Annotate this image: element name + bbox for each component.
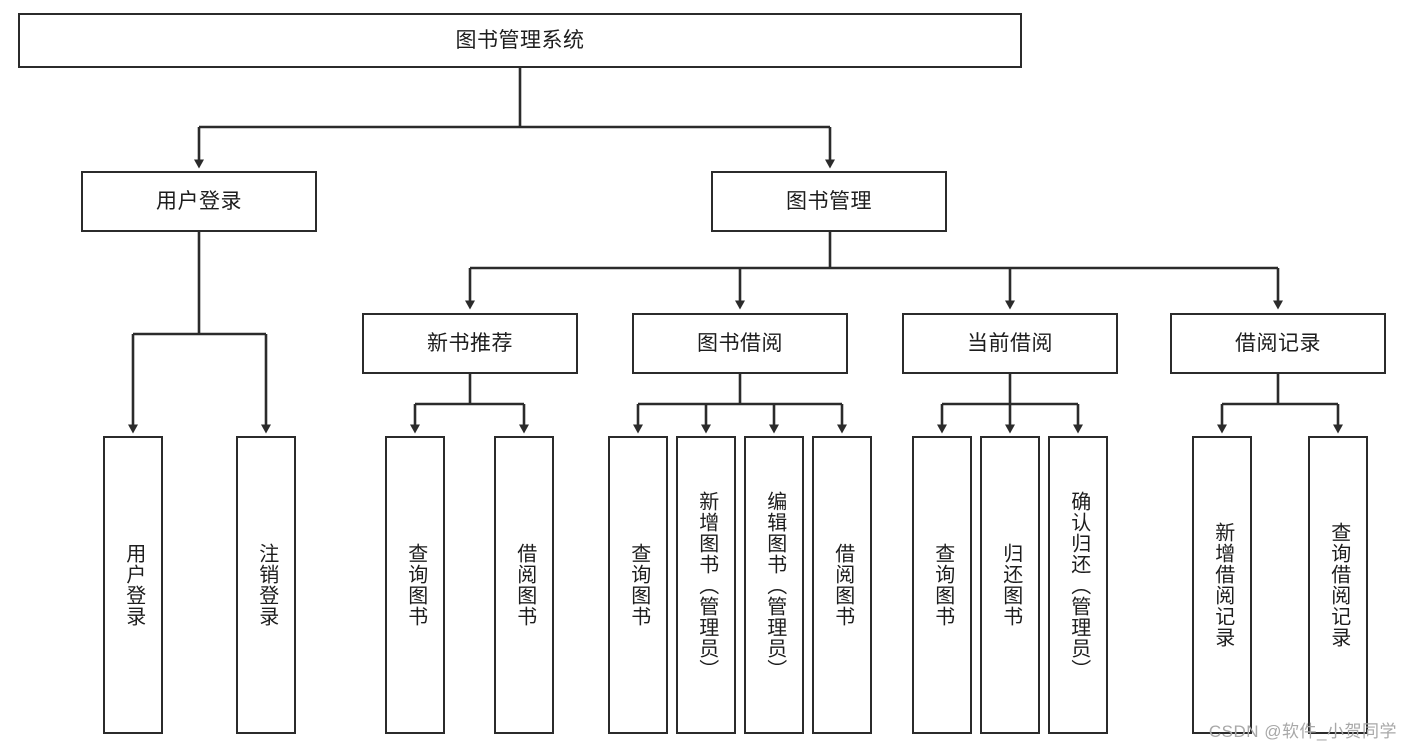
node-leaf-confirm-return-admin[interactable]: 确认归还（管理员） [1048,436,1108,734]
node-leaf-add-borrow-record[interactable]: 新增借阅记录 [1192,436,1252,734]
node-leaf-edit-book-admin[interactable]: 编辑图书（管理员） [744,436,804,734]
node-label: 当前借阅 [967,331,1053,355]
watermark-text: CSDN @软件_小贺同学 [1208,722,1397,741]
node-label: 借阅图书 [831,543,854,627]
node-label: 查询借阅记录 [1327,522,1350,648]
node-book-borrow[interactable]: 图书借阅 [632,313,848,374]
node-label: 查询图书 [931,543,954,627]
node-leaf-query-book-current[interactable]: 查询图书 [912,436,972,734]
node-label: 新增借阅记录 [1211,522,1234,648]
node-label: 借阅图书 [513,543,536,627]
node-label: 确认归还（管理员） [1067,490,1090,680]
node-current-borrow[interactable]: 当前借阅 [902,313,1118,374]
node-label: 图书管理 [786,189,872,213]
node-label: 借阅记录 [1235,331,1321,355]
node-label: 用户登录 [122,543,145,627]
node-leaf-user-login[interactable]: 用户登录 [103,436,163,734]
node-leaf-borrow-book[interactable]: 借阅图书 [812,436,872,734]
node-leaf-return-book[interactable]: 归还图书 [980,436,1040,734]
node-leaf-query-book-recommend[interactable]: 查询图书 [385,436,445,734]
node-label: 查询图书 [627,543,650,627]
node-label: 归还图书 [999,543,1022,627]
node-label: 编辑图书（管理员） [763,490,786,680]
node-label: 注销登录 [255,543,278,627]
node-borrow-record[interactable]: 借阅记录 [1170,313,1386,374]
node-label: 图书借阅 [697,331,783,355]
node-leaf-logout-login[interactable]: 注销登录 [236,436,296,734]
node-label: 用户登录 [156,189,242,213]
node-label: 新增图书（管理员） [695,490,718,680]
node-user-login[interactable]: 用户登录 [81,171,317,232]
node-label: 新书推荐 [427,331,513,355]
node-leaf-query-book-borrow[interactable]: 查询图书 [608,436,668,734]
node-label: 图书管理系统 [455,28,585,52]
node-leaf-borrow-book-recommend[interactable]: 借阅图书 [494,436,554,734]
node-leaf-add-book-admin[interactable]: 新增图书（管理员） [676,436,736,734]
node-book-management[interactable]: 图书管理 [711,171,947,232]
node-root-book-management-system[interactable]: 图书管理系统 [18,13,1022,68]
node-leaf-query-borrow-record[interactable]: 查询借阅记录 [1308,436,1368,734]
node-label: 查询图书 [404,543,427,627]
node-new-book-recommend[interactable]: 新书推荐 [362,313,578,374]
